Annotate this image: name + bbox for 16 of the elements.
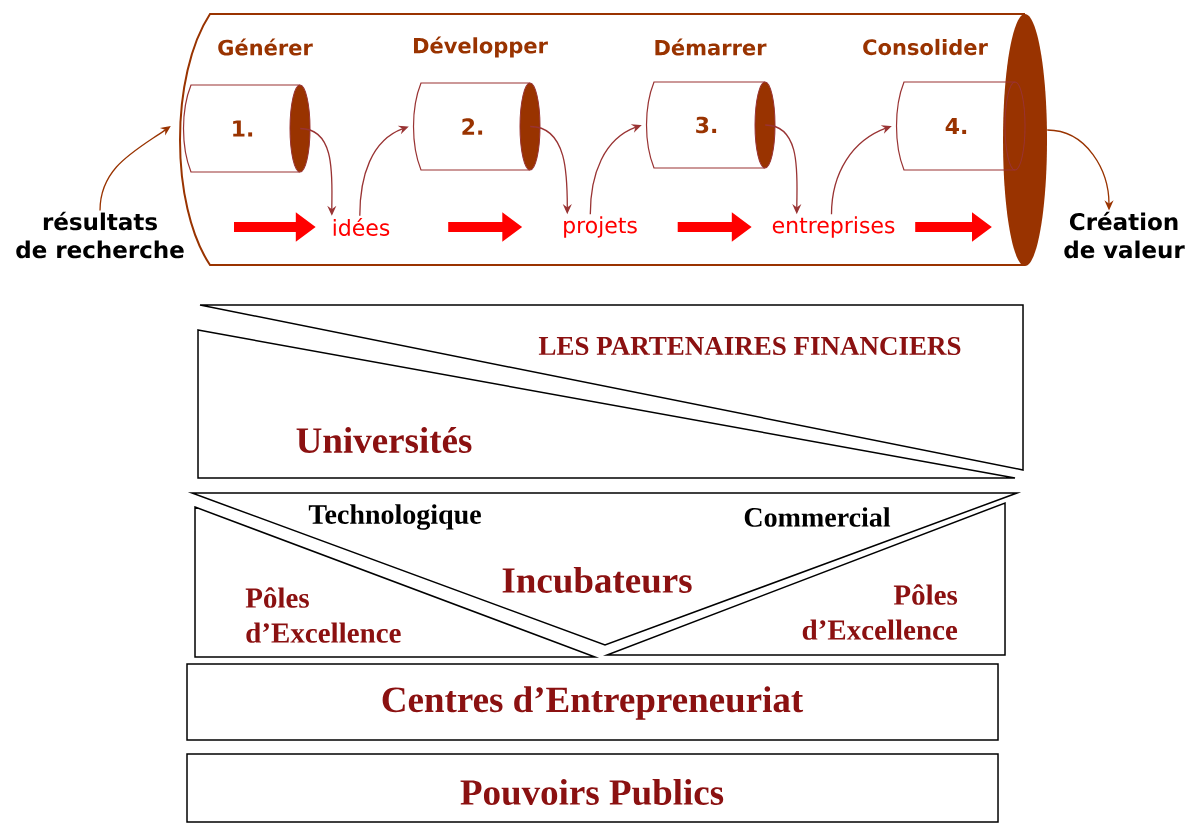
flow-label: entreprises: [772, 216, 895, 238]
curved-arrow: [99, 126, 171, 212]
flow-label: idées: [333, 218, 390, 236]
banner-box: Pouvoirs Publics: [186, 753, 999, 823]
side-label: Création de valeur: [1064, 211, 1185, 259]
cylinder: 1.: [182, 84, 311, 173]
stage-heading: Démarrer: [655, 38, 767, 56]
stage-heading: Consolider: [863, 38, 988, 56]
cylinder: 3.: [645, 81, 776, 169]
cylinder: 4.: [895, 81, 1026, 171]
side-label: résultats de recherche: [16, 211, 184, 259]
banner-box: Centres d’Entrepreneuriat: [186, 663, 999, 741]
stage-heading: Développer: [414, 36, 548, 58]
cylinder: 2.: [412, 82, 541, 171]
stage-heading: Générer: [218, 38, 313, 56]
flow-label: projets: [564, 216, 637, 238]
